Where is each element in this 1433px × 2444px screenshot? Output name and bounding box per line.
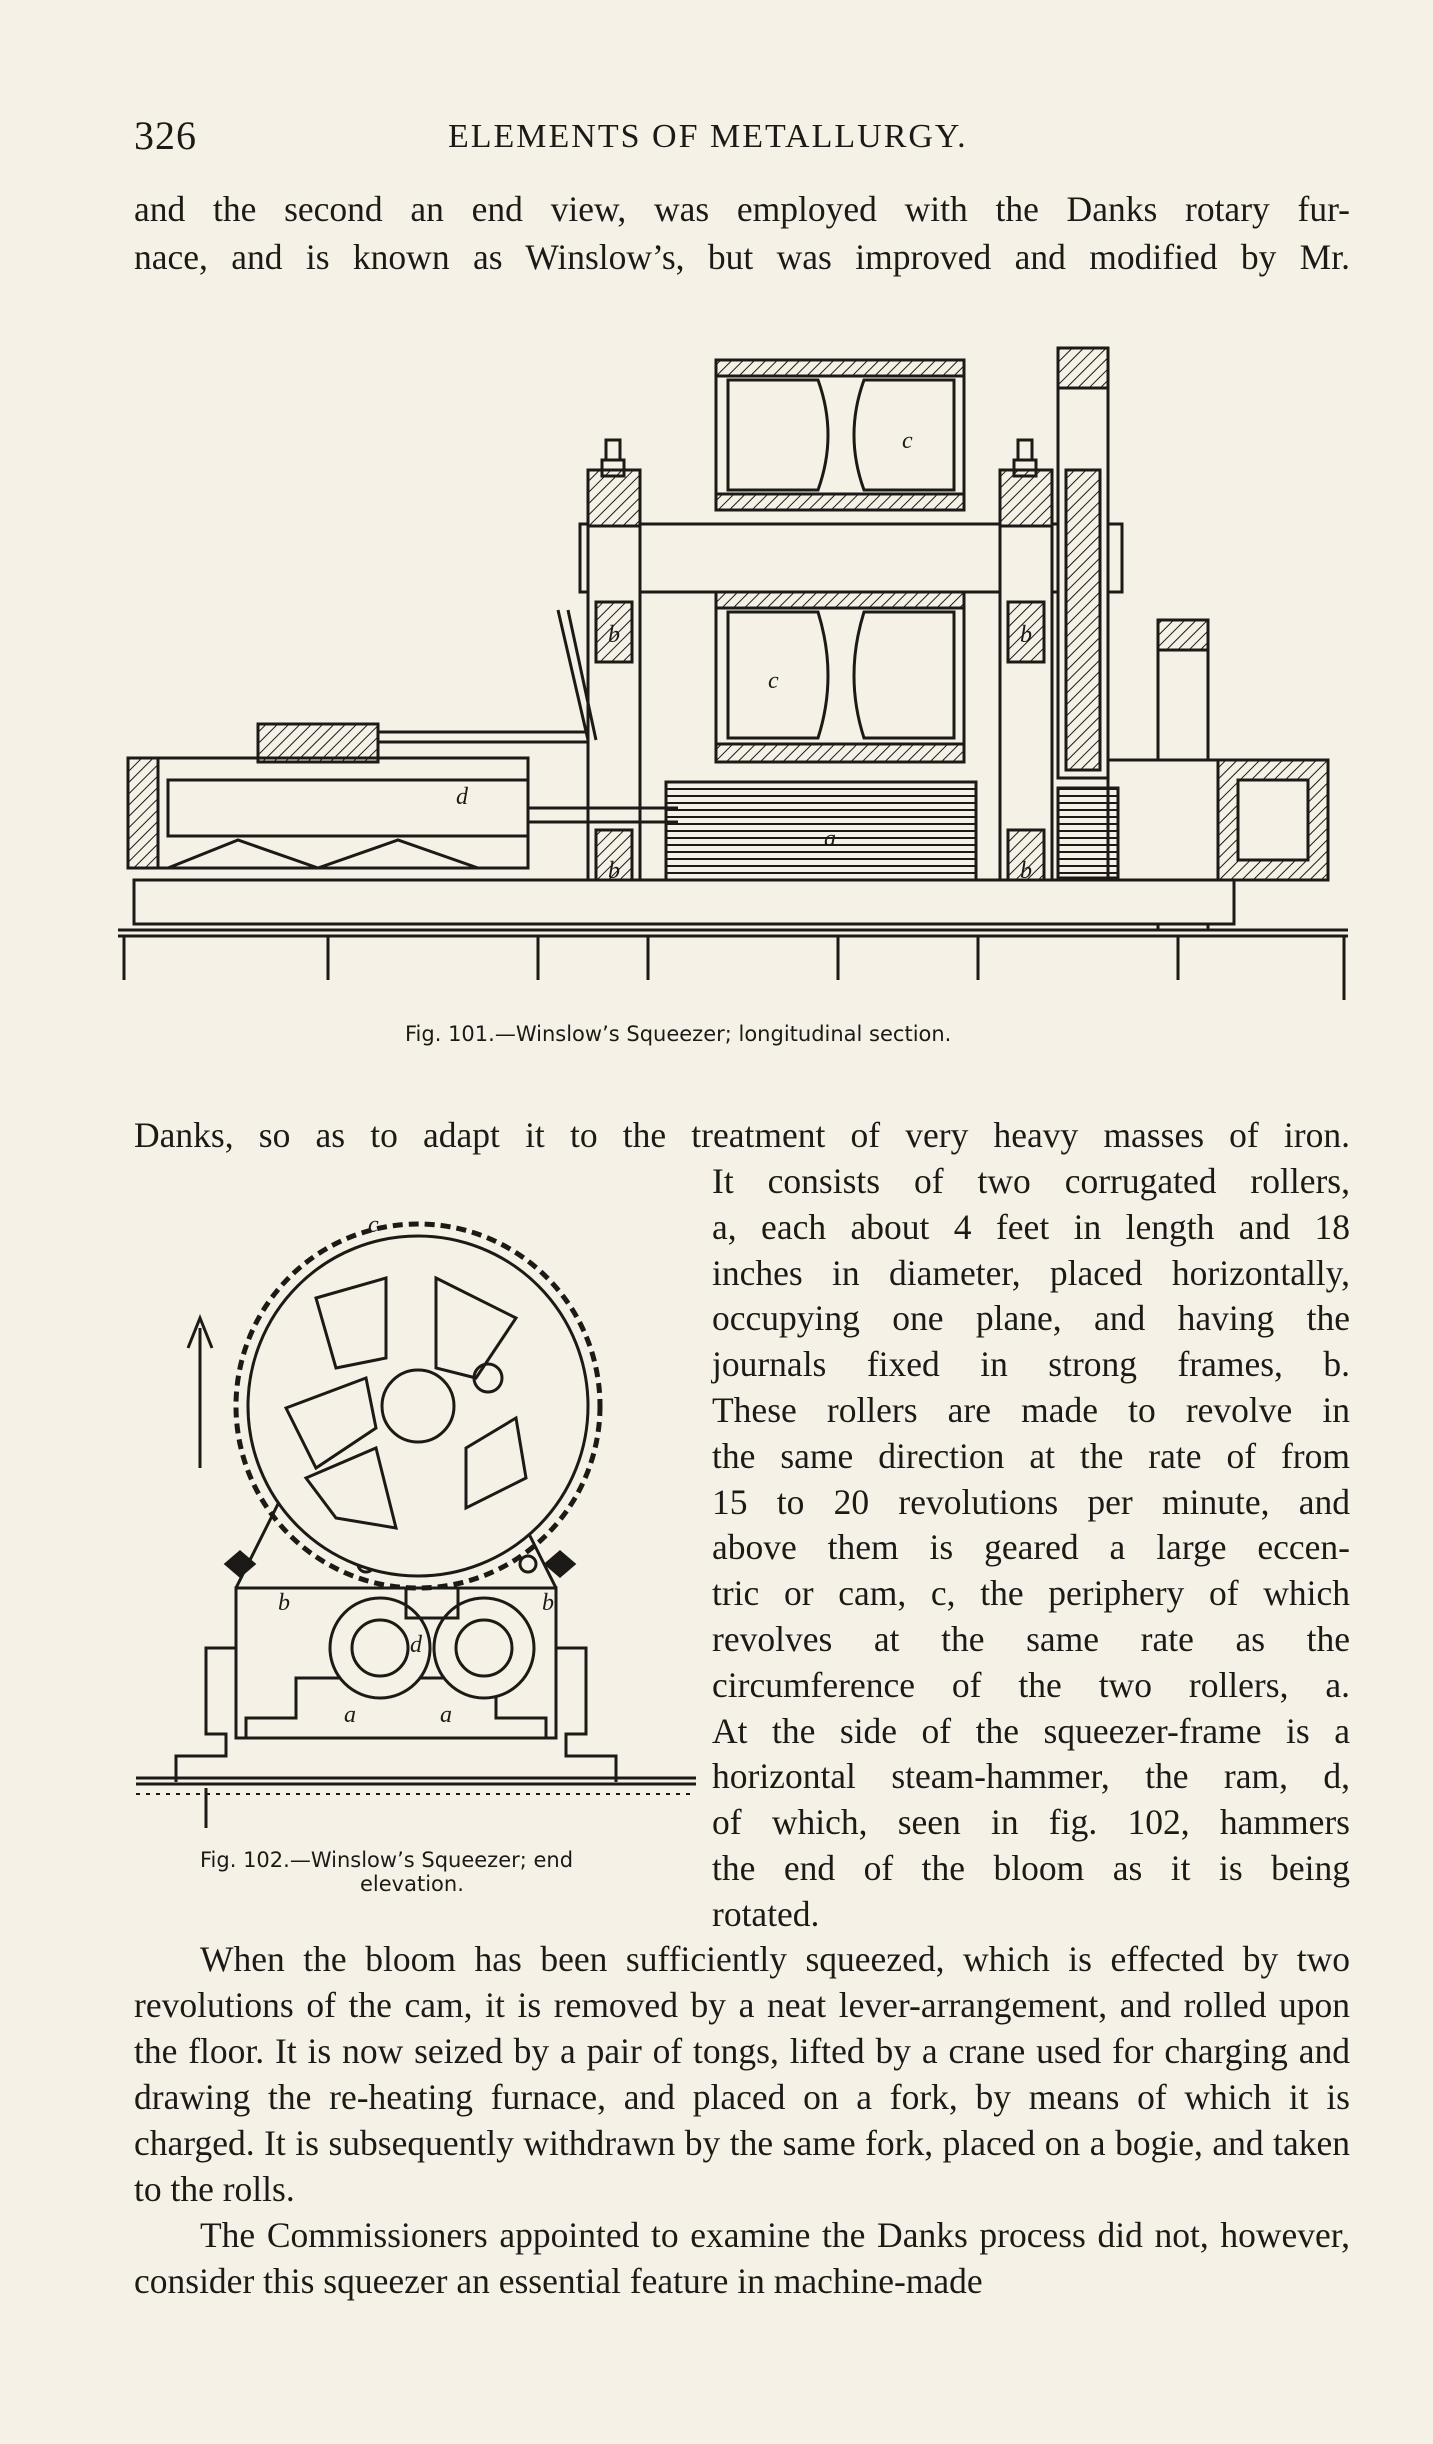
fig102-label-b-right: b (542, 1590, 554, 1616)
wrap-line: of which, seen in fig. 102, hammers (712, 1802, 1350, 1843)
label-c-bottom: c (768, 668, 779, 694)
fig102-label-a-left: a (344, 1702, 356, 1728)
wrap-line: These rollers are made to revolve in (712, 1390, 1350, 1430)
wrap-line: revolves at the same rate as the (712, 1619, 1350, 1659)
wrap-line: It consists of two corrugated rollers, (712, 1161, 1350, 1201)
label-b-right-lower: b (1020, 858, 1032, 884)
label-d: d (456, 784, 469, 810)
figure-101-caption: Fig. 101.—Winslow’s Squeezer; longitudin… (405, 1022, 952, 1046)
figure-102-caption-line-1: Fig. 102.—Winslow’s Squeezer; end (200, 1848, 574, 1872)
wrap-line: journals fixed in strong frames, b. (712, 1344, 1350, 1385)
wrap-line: 15 to 20 revolutions per minute, and (712, 1481, 1350, 1522)
page-number: 326 (134, 113, 197, 158)
running-title: ELEMENTS OF METALLURGY. (448, 118, 968, 155)
paragraph-3: When the bloom has been sufficiently squ… (134, 1939, 1350, 2209)
wrap-line: a, each about 4 feet in length and 18 (712, 1206, 1350, 1247)
wrap-line: the end of the bloom as it is being (712, 1848, 1350, 1888)
fig102-label-c: c (368, 1212, 379, 1238)
wrap-line: occupying one plane, and having the (712, 1298, 1350, 1339)
fig102-label-d: d (410, 1632, 423, 1658)
label-c-top: c (902, 428, 913, 454)
label-b-right-upper: b (1020, 622, 1032, 648)
wrap-line: inches in diameter, placed horizontally, (712, 1252, 1350, 1293)
wrap-line: tric or cam, c, the periphery of which (712, 1573, 1350, 1614)
wrap-line: circumference of the two rollers, a. (712, 1664, 1350, 1705)
figure-102-end-elevation: c b b d a a (136, 1212, 696, 1828)
figure-102-caption-line-2: elevation. (360, 1872, 464, 1896)
wrap-line: At the side of the squeezer-frame is a (712, 1710, 1350, 1751)
paragraph-1-line-1: and the second an end view, was employed… (134, 189, 1350, 229)
label-b-left-upper: b (608, 622, 620, 648)
wrap-line: above them is geared a large eccen- (712, 1527, 1350, 1568)
wrap-line: rotated. (712, 1893, 820, 1934)
paragraph-2-line-1: Danks, so as to adapt it to the treatmen… (134, 1115, 1350, 1155)
fig102-label-b-left: b (278, 1590, 290, 1616)
fig102-label-a-right: a (440, 1702, 452, 1728)
label-b-left-lower: b (608, 858, 620, 884)
paragraph-4: The Commissioners appointed to examine t… (134, 2215, 1350, 2301)
figure-101-longitudinal-section: c c b b b b d a (118, 346, 1348, 1000)
wrap-line: horizontal steam-hammer, the ram, d, (712, 1756, 1350, 1797)
wrap-line: the same direction at the rate of from (712, 1435, 1350, 1476)
paragraph-1-line-2: nace, and is known as Winslow’s, but was… (134, 237, 1350, 277)
label-a: a (824, 826, 836, 852)
